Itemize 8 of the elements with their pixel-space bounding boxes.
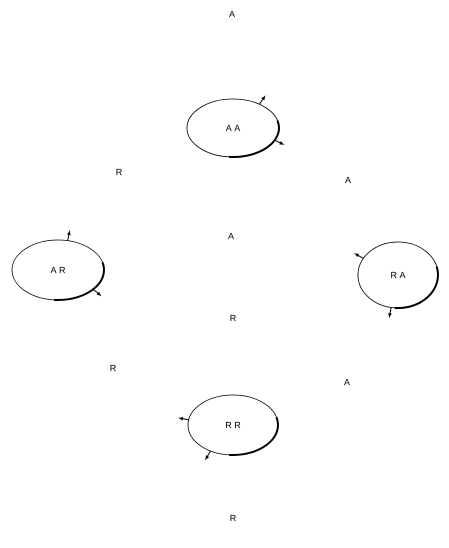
state-letter: R [230,514,236,522]
state-letter: R [116,168,122,176]
state-letter: A [228,232,234,240]
state-letter: R [110,364,116,372]
state-letter: A [229,10,235,18]
state-letter: A [344,378,350,386]
state-letter: A [345,176,351,184]
state-letter: R [230,314,236,322]
